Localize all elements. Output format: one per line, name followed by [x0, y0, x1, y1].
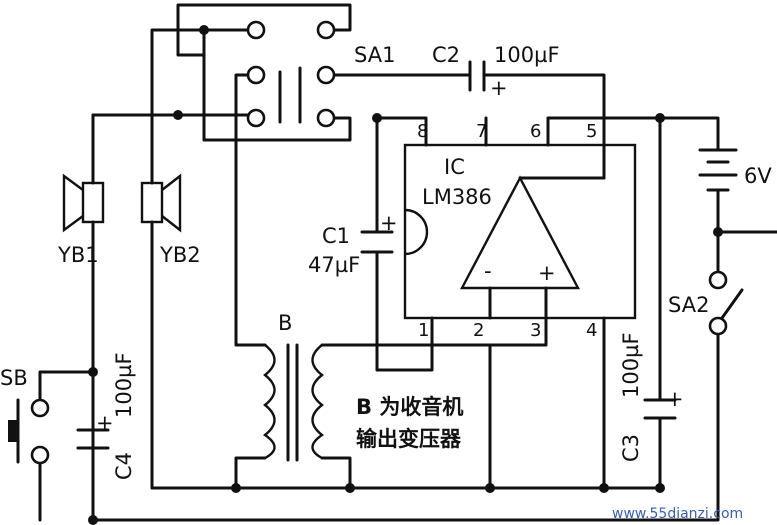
label-ic-part: LM386 [422, 185, 492, 209]
label-c1-value: 47µF [308, 253, 360, 277]
sa1-terminal [246, 20, 266, 40]
label-c4: C4 [112, 452, 136, 480]
label-c2-value: 100µF [494, 43, 560, 67]
label-c4-value: 100µF [112, 352, 136, 418]
label-ic: IC [444, 155, 465, 179]
sa1-terminal [316, 108, 336, 128]
label-sb: SB [0, 366, 28, 390]
label-yb1: YB1 [57, 243, 99, 267]
label-c3: C3 [619, 434, 643, 462]
pin-label: 3 [530, 320, 541, 341]
pin-label: 6 [530, 121, 541, 142]
capacitor-c2 [468, 60, 486, 92]
junction-dots [88, 25, 723, 525]
label-battery: 6V [744, 164, 772, 188]
label-sa2: SA2 [668, 293, 709, 317]
label-c3-value: 100µF [619, 332, 643, 398]
speaker-yb2 [140, 173, 182, 233]
label-c2-plus: + [490, 76, 508, 100]
note-line-2: 输出变压器 [356, 427, 462, 451]
label-c1: C1 [322, 224, 350, 248]
battery-6v [698, 148, 738, 192]
labels: SA1 C2 100µF + IC LM386 C1 47µF + YB1 YB… [0, 43, 772, 480]
label-yb2: YB2 [159, 243, 201, 267]
pin-label: 8 [417, 121, 428, 142]
opamp-plus-label: + [538, 261, 556, 285]
sb-pushbutton [8, 398, 50, 465]
ic-pin-numbers: 8 7 6 5 1 2 3 4 [417, 121, 597, 341]
label-c2: C2 [432, 43, 460, 67]
sa2-switch [708, 270, 744, 336]
speaker-yb1 [62, 173, 105, 233]
sa1-switch [246, 20, 336, 128]
sa1-terminal [246, 108, 266, 128]
watermark: www.55dianzi.com [612, 506, 743, 522]
label-c4-plus: + [96, 411, 114, 435]
sa1-terminal [316, 65, 336, 85]
capacitor-c1 [360, 230, 394, 254]
label-c3-plus: + [666, 387, 684, 411]
transformer-b [262, 343, 325, 462]
pin-label: 4 [586, 320, 597, 341]
label-sa1: SA1 [354, 43, 395, 67]
pin-label: 7 [476, 121, 487, 142]
pin-label: 1 [418, 320, 429, 341]
capacitor-c4 [76, 428, 110, 450]
pin-label: 2 [473, 320, 484, 341]
ic-lm386 [403, 143, 637, 320]
sa1-terminal [316, 20, 336, 40]
sa1-terminal [246, 65, 266, 85]
capacitor-c3 [643, 398, 677, 420]
label-c1-plus: + [380, 211, 398, 235]
note-line-1: B 为收音机 [356, 395, 463, 419]
pin-label: 5 [586, 121, 597, 142]
opamp-minus-label: - [484, 259, 492, 283]
label-transformer: B [278, 311, 292, 335]
